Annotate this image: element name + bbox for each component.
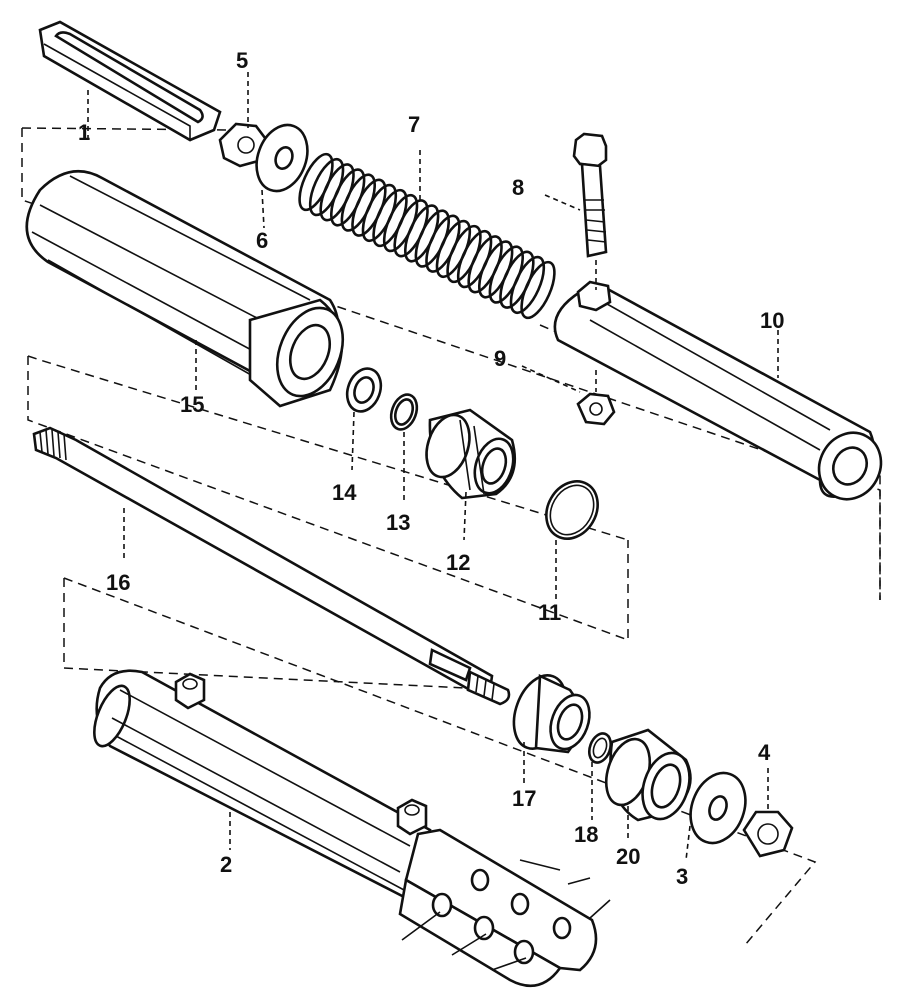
label-part-5: 5 — [236, 48, 248, 73]
part-2-outer-cylinder — [93, 669, 611, 988]
label-part-14: 14 — [332, 480, 357, 505]
part-7-coil-spring — [298, 152, 556, 320]
part-3-washer — [685, 771, 747, 861]
label-part-6: 6 — [256, 228, 268, 253]
label-part-16: 16 — [106, 570, 130, 595]
part-12-bushing — [425, 408, 516, 541]
part-labels: 1 5 6 7 8 10 9 15 14 13 12 11 16 17 18 2… — [78, 48, 784, 889]
part-4-nut — [742, 768, 794, 858]
part-18-o-ring — [587, 732, 613, 820]
label-part-9: 9 — [494, 346, 506, 371]
label-part-1: 1 — [78, 120, 90, 145]
part-13-o-ring — [389, 393, 419, 500]
part-8-bolt — [544, 132, 608, 258]
label-part-18: 18 — [574, 822, 598, 847]
label-part-10: 10 — [760, 308, 784, 333]
label-part-11: 11 — [538, 600, 561, 625]
part-9-nut — [521, 260, 616, 426]
spring-coil — [509, 255, 546, 315]
label-part-8: 8 — [512, 175, 524, 200]
label-part-4: 4 — [758, 740, 771, 765]
label-part-15: 15 — [180, 392, 204, 417]
part-14-ring — [345, 367, 383, 471]
label-part-3: 3 — [676, 864, 688, 889]
part-17-bushing — [512, 674, 591, 784]
part-20-sleeve — [604, 728, 692, 842]
label-part-13: 13 — [386, 510, 410, 535]
label-part-2: 2 — [220, 852, 232, 877]
label-part-12: 12 — [446, 550, 470, 575]
part-16-threaded-rod — [32, 426, 511, 706]
label-part-20: 20 — [616, 844, 640, 869]
part-15-spring-housing — [25, 170, 345, 408]
part-6-washer — [255, 123, 309, 229]
part-1-slotted-link — [38, 20, 222, 142]
part-11-snap-ring — [545, 480, 599, 600]
label-part-17: 17 — [512, 786, 536, 811]
spring-coil — [520, 260, 556, 320]
label-part-7: 7 — [408, 112, 420, 137]
part-10-tube — [553, 280, 883, 501]
